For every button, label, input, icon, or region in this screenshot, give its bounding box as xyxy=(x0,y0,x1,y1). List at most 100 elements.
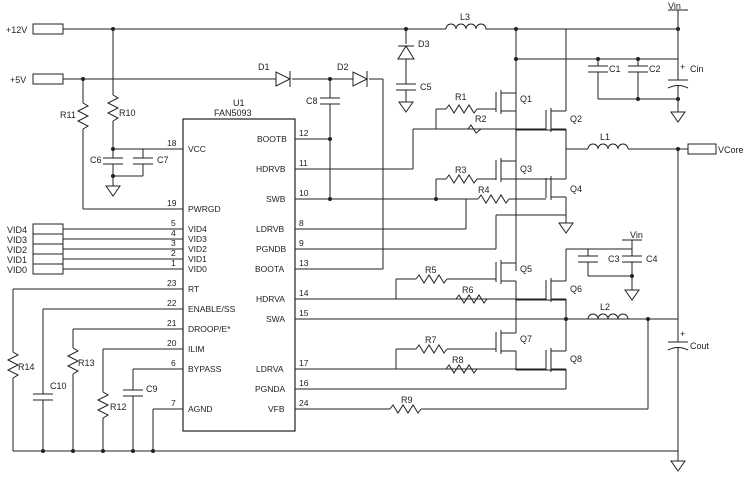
diode-d3: D3 xyxy=(397,29,430,84)
q3-label: Q3 xyxy=(520,164,532,174)
pin-name: VFB xyxy=(268,404,285,414)
resistor-r14: R14 xyxy=(6,289,35,451)
capacitor-c1: C1 xyxy=(588,59,621,99)
l1-label: L1 xyxy=(600,132,610,142)
pin-number: 10 xyxy=(299,188,309,198)
r1-label: R1 xyxy=(455,92,467,102)
ground-symbol xyxy=(670,460,686,472)
pin-name: DROOP/E* xyxy=(188,324,231,334)
port-plus5v: +5V xyxy=(10,73,64,85)
mosfet-q1: Q1 xyxy=(495,90,532,130)
ic-part-name: FAN5093 xyxy=(214,108,252,118)
pin-number: 19 xyxy=(167,198,177,208)
cin-label: Cin xyxy=(690,64,704,74)
r2-label: R2 xyxy=(475,114,487,124)
pin-number: 20 xyxy=(167,338,177,348)
inductor-l3: L3 xyxy=(445,12,488,30)
mosfet-q6: Q6 xyxy=(545,249,582,319)
pin-number: 7 xyxy=(171,398,176,408)
capacitor-cin: + Cin xyxy=(667,62,704,123)
pin-name: AGND xyxy=(188,404,213,414)
vid1-label: VID1 xyxy=(7,255,27,265)
pin-number: 21 xyxy=(167,318,177,328)
pin-name: BOOTB xyxy=(257,134,287,144)
vid0-label: VID0 xyxy=(7,265,27,275)
resistor-r10: R10 xyxy=(106,29,136,151)
port-vcore: VCore xyxy=(687,143,744,155)
pin-name: LDRVA xyxy=(256,364,284,374)
pin-name: HDRVA xyxy=(256,294,285,304)
r12-label: R12 xyxy=(110,402,127,412)
r7-label: R7 xyxy=(425,335,437,345)
pin-number: 15 xyxy=(299,308,309,318)
c5-label: C5 xyxy=(420,82,432,92)
cin-plus: + xyxy=(680,62,685,72)
resistor-r3: R3 xyxy=(436,165,496,184)
r5-label: R5 xyxy=(425,265,437,275)
diode-d1: D1 xyxy=(258,62,292,87)
mosfet-q2: Q2 xyxy=(545,96,582,149)
c3-label: C3 xyxy=(608,254,620,264)
pin-name: HDRVB xyxy=(256,164,286,174)
pin-name: SWB xyxy=(266,194,286,204)
pin-name: BOOTA xyxy=(255,264,284,274)
resistor-r13: R13 xyxy=(66,329,95,451)
vin-top-label: Vin xyxy=(668,1,681,11)
q4-label: Q4 xyxy=(570,184,582,194)
cout-label: Cout xyxy=(690,341,710,351)
pin-name: ENABLE/SS xyxy=(188,304,236,314)
inductor-l2: L2 xyxy=(587,302,629,320)
resistor-r4: R4 xyxy=(465,185,546,229)
resistor-r7: R7 xyxy=(396,335,496,354)
pin-name: VID1 xyxy=(188,254,207,264)
mosfet-q5: Q5 xyxy=(495,260,532,300)
d3-label: D3 xyxy=(418,39,430,49)
mosfet-q4: Q4 xyxy=(545,149,582,234)
resistor-r11: R11 xyxy=(60,79,90,209)
capacitor-c3: C3 xyxy=(578,249,620,276)
capacitor-c10: C10 xyxy=(33,309,67,451)
r11-label: R11 xyxy=(60,110,76,120)
pin-name: PWRGD xyxy=(188,204,221,214)
pin-name: PGNDA xyxy=(255,384,286,394)
capacitor-c2: C2 xyxy=(628,59,661,99)
pin-name: RT xyxy=(188,284,199,294)
pin-number: 9 xyxy=(299,238,304,248)
pin-number: 6 xyxy=(171,358,176,368)
pin-number: 5 xyxy=(171,218,176,228)
resistor-r2: R2 xyxy=(467,114,487,134)
resistor-r1: R1 xyxy=(436,92,496,114)
pin-number: 13 xyxy=(299,258,309,268)
pin-number: 16 xyxy=(299,378,309,388)
capacitor-c4: C4 xyxy=(622,240,658,290)
q8-label: Q8 xyxy=(570,354,582,364)
resistor-r6: R6 xyxy=(455,285,546,304)
capacitor-cout: + Cout xyxy=(667,329,710,451)
r13-label: R13 xyxy=(78,358,95,368)
pin-name: VID3 xyxy=(188,234,207,244)
pin-number: 18 xyxy=(167,138,177,148)
port-plus5v-label: +5V xyxy=(10,75,26,85)
port-plus12v-label: +12V xyxy=(6,25,27,35)
c2-label: C2 xyxy=(649,64,661,74)
r8-label: R8 xyxy=(452,355,464,365)
q2-label: Q2 xyxy=(570,114,582,124)
r14-label: R14 xyxy=(18,362,35,372)
c7-label: C7 xyxy=(157,155,169,165)
r10-label: R10 xyxy=(119,108,136,118)
d2-label: D2 xyxy=(337,62,349,72)
pin-number: 11 xyxy=(299,158,308,168)
diode-d2: D2 xyxy=(337,62,369,87)
r4-label: R4 xyxy=(478,185,490,195)
resistor-r9: R9 xyxy=(389,395,648,414)
pin-number: 3 xyxy=(171,238,176,248)
pin-number: 1 xyxy=(171,258,176,268)
pin-name: PGNDB xyxy=(256,244,287,254)
ic-right-pins: 12 BOOTB 11 HDRVB 10 SWB 8 LDRVB 9 PGNDB… xyxy=(255,128,678,414)
r9-label: R9 xyxy=(401,395,413,405)
pin-number: 17 xyxy=(299,358,309,368)
mosfet-q8: Q8 xyxy=(545,319,582,389)
capacitor-c7: C7 xyxy=(111,148,169,178)
pin-name: VID4 xyxy=(188,224,207,234)
